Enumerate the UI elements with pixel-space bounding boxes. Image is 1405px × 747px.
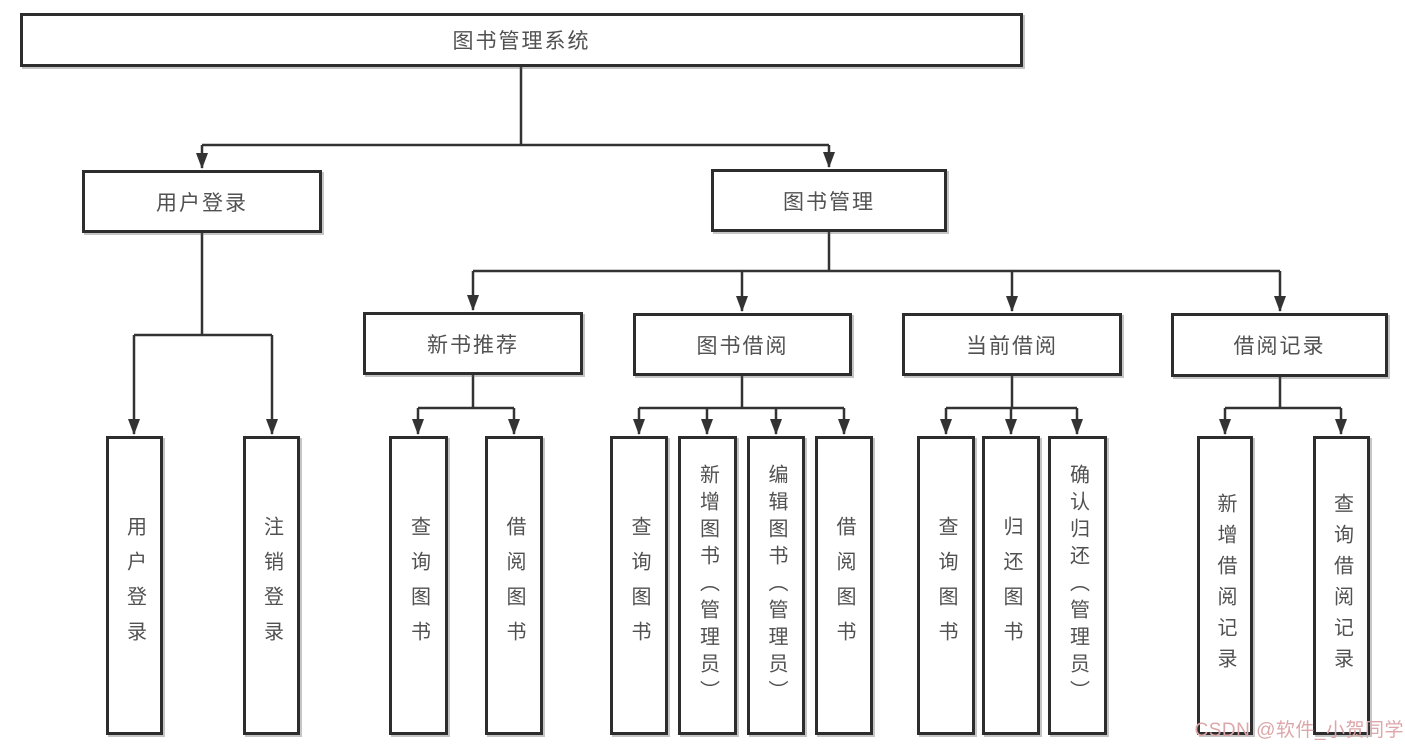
leaf-logout: 注销登录 — [243, 436, 300, 735]
leaf-confirm-return-admin-label: 确认归还（管理员） — [1066, 464, 1089, 707]
leaf-return-books: 归还图书 — [982, 436, 1040, 735]
leaf-user-login-label: 用户登录 — [123, 515, 146, 656]
node-user-login: 用户登录 — [82, 170, 322, 233]
leaf-logout-label: 注销登录 — [260, 515, 283, 656]
leaf-add-books-admin-label: 新增图书（管理员） — [696, 464, 719, 707]
connector-root-to-level2 — [196, 67, 835, 169]
node-root-system: 图书管理系统 — [20, 13, 1023, 67]
leaf-edit-books-admin: 编辑图书（管理员） — [747, 436, 805, 735]
connector-bookborrow-to-leaves — [633, 376, 850, 435]
node-borrowing-records-label: 借阅记录 — [1233, 335, 1326, 358]
leaf-newbook-borrow-books: 借阅图书 — [485, 436, 543, 735]
leaf-query-borrow-record-label: 查询借阅记录 — [1330, 492, 1353, 679]
connector-newbook-to-leaves — [412, 375, 520, 435]
node-new-book-recommend: 新书推荐 — [363, 312, 583, 375]
leaf-borrowing-borrow-books-label: 借阅图书 — [833, 515, 855, 656]
connector-borrowrecords-to-leaves — [1219, 377, 1347, 435]
leaf-return-books-label: 归还图书 — [1000, 515, 1022, 656]
node-root-system-label: 图书管理系统 — [452, 30, 591, 53]
connector-userlogin-to-leaves — [128, 233, 278, 435]
node-book-borrowing: 图书借阅 — [633, 313, 852, 376]
node-book-borrowing-label: 图书借阅 — [696, 334, 789, 358]
node-new-book-recommend-label: 新书推荐 — [427, 333, 519, 357]
leaf-add-borrow-record: 新增借阅记录 — [1197, 436, 1253, 735]
node-book-management-label: 图书管理 — [783, 190, 875, 214]
node-current-borrowing-label: 当前借阅 — [966, 334, 1058, 358]
connector-currentborrow-to-leaves — [940, 376, 1083, 435]
leaf-confirm-return-admin: 确认归还（管理员） — [1048, 436, 1107, 735]
leaf-newbook-query-books: 查询图书 — [389, 436, 448, 735]
node-user-login-label: 用户登录 — [156, 191, 248, 215]
leaf-query-borrow-record: 查询借阅记录 — [1313, 436, 1370, 735]
node-borrowing-records: 借阅记录 — [1171, 313, 1388, 377]
leaf-current-query-books-label: 查询图书 — [935, 515, 957, 656]
csdn-watermark: CSDN @软件_小贺同学 — [1194, 720, 1404, 741]
node-book-management: 图书管理 — [711, 169, 947, 232]
leaf-current-query-books: 查询图书 — [917, 436, 975, 735]
leaf-borrowing-query-books-label: 查询图书 — [628, 515, 650, 656]
leaf-user-login: 用户登录 — [106, 436, 163, 735]
leaf-borrowing-borrow-books: 借阅图书 — [815, 436, 873, 735]
connector-bookmgmt-to-level3 — [467, 232, 1286, 312]
leaf-borrowing-query-books: 查询图书 — [610, 436, 668, 735]
node-current-borrowing: 当前借阅 — [902, 313, 1122, 376]
leaf-edit-books-admin-label: 编辑图书（管理员） — [765, 464, 787, 707]
leaf-add-borrow-record-label: 新增借阅记录 — [1214, 492, 1236, 679]
leaf-add-books-admin: 新增图书（管理员） — [678, 436, 737, 735]
leaf-newbook-borrow-books-label: 借阅图书 — [503, 515, 525, 656]
leaf-newbook-query-books-label: 查询图书 — [407, 515, 430, 656]
